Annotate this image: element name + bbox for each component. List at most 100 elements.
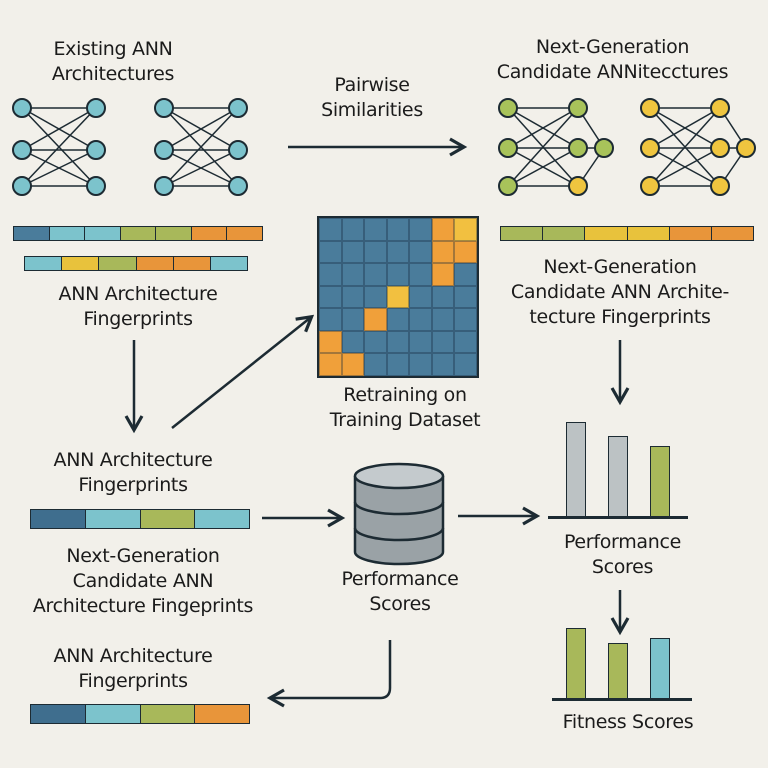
network-node bbox=[594, 138, 614, 158]
fingerprint-segment bbox=[31, 705, 86, 723]
network-node bbox=[12, 140, 32, 160]
fingerprint-segment bbox=[156, 227, 192, 240]
heatmap-cell bbox=[409, 308, 432, 331]
heatmap-cell bbox=[319, 308, 342, 331]
network-node bbox=[498, 98, 518, 118]
network-edge bbox=[507, 147, 579, 187]
network-node bbox=[86, 176, 106, 196]
score-bar bbox=[566, 628, 586, 700]
network-node bbox=[640, 176, 660, 196]
label-retraining: Retraining on Training Dataset bbox=[329, 384, 481, 431]
fingerprint-segment bbox=[195, 705, 249, 723]
fingerprint-segment bbox=[191, 227, 228, 240]
network-edge bbox=[21, 149, 97, 187]
network-edge bbox=[649, 107, 721, 149]
fingerprint-strip-existing-a bbox=[13, 226, 263, 241]
arrow-feedback bbox=[266, 640, 392, 708]
heatmap-cell bbox=[386, 353, 410, 376]
label-fitness-scores: Fitness Scores bbox=[562, 711, 694, 733]
network-node bbox=[498, 176, 518, 196]
heatmap-cell bbox=[431, 330, 455, 354]
network-node bbox=[640, 98, 660, 118]
network-edge bbox=[649, 147, 721, 187]
score-bar bbox=[566, 422, 586, 518]
heatmap-cell bbox=[409, 218, 432, 241]
heatmap-cell bbox=[386, 240, 410, 264]
label-fingerprints-bottom: ANN Architecture Fingerprints bbox=[53, 645, 213, 692]
network-node bbox=[736, 138, 756, 158]
heatmap-cell bbox=[319, 263, 342, 286]
similarity-heatmap bbox=[317, 216, 479, 378]
heatmap-cell bbox=[454, 240, 477, 264]
fingerprint-segment bbox=[14, 227, 50, 240]
heatmap-cell bbox=[364, 308, 387, 331]
label-existing-architectures: Existing ANN Architectures bbox=[51, 38, 175, 85]
fingerprint-segment bbox=[195, 510, 249, 528]
heatmap-cell bbox=[386, 330, 410, 354]
network-node bbox=[568, 176, 588, 196]
score-bar bbox=[608, 643, 628, 700]
fingerprint-segment bbox=[85, 510, 141, 528]
network-edge bbox=[163, 107, 239, 187]
network-node bbox=[228, 140, 248, 160]
fingerprint-segment bbox=[543, 227, 586, 240]
heatmap-cell bbox=[454, 330, 477, 354]
fingerprint-segment bbox=[140, 510, 196, 528]
database-icon bbox=[353, 462, 445, 566]
heatmap-cell bbox=[431, 353, 455, 376]
label-next-gen-fingerprints-mid: Next-Generation Candidate ANN Architectu… bbox=[32, 545, 254, 617]
label-fingerprints-top: ANN Architecture Fingerprints bbox=[58, 283, 218, 330]
heatmap-cell bbox=[364, 240, 387, 264]
heatmap-cell bbox=[319, 218, 342, 241]
heatmap-cell bbox=[364, 285, 387, 309]
heatmap-cell bbox=[341, 330, 365, 354]
fingerprint-strip-candidate bbox=[500, 226, 754, 241]
fitness-bar-chart bbox=[552, 618, 692, 700]
fingerprint-segment bbox=[501, 227, 544, 240]
heatmap-cell bbox=[386, 308, 410, 331]
heatmap-cell bbox=[454, 218, 477, 241]
heatmap-cell bbox=[341, 240, 365, 264]
score-bar bbox=[650, 638, 670, 700]
fingerprint-segment bbox=[173, 257, 211, 270]
heatmap-cell bbox=[364, 263, 387, 286]
fingerprint-segment bbox=[62, 257, 100, 270]
label-fingerprints-mid: ANN Architecture Fingerprints bbox=[53, 449, 213, 496]
arrow-diagonal bbox=[171, 314, 315, 429]
heatmap-cell bbox=[319, 353, 342, 376]
heatmap-cell bbox=[409, 263, 432, 286]
score-bar bbox=[650, 446, 670, 518]
network-node bbox=[12, 176, 32, 196]
fingerprint-segment bbox=[85, 227, 121, 240]
network-node bbox=[228, 98, 248, 118]
heatmap-cell bbox=[386, 263, 410, 286]
network-node bbox=[154, 140, 174, 160]
fingerprint-segment bbox=[140, 705, 196, 723]
heatmap-cell bbox=[386, 285, 410, 309]
network-candidate-2 bbox=[640, 98, 756, 196]
heatmap-cell bbox=[454, 353, 477, 376]
network-node bbox=[568, 98, 588, 118]
heatmap-cell bbox=[409, 330, 432, 354]
heatmap-cell bbox=[341, 353, 365, 376]
network-node bbox=[154, 176, 174, 196]
network-node bbox=[710, 138, 730, 158]
fingerprint-segment bbox=[120, 227, 157, 240]
network-node bbox=[86, 140, 106, 160]
network-node bbox=[228, 176, 248, 196]
performance-axis bbox=[548, 516, 688, 519]
fingerprint-segment bbox=[669, 227, 712, 240]
label-next-gen-fingerprints-top: Next-Generation Candidate ANN Archite- t… bbox=[510, 256, 730, 328]
heatmap-cell bbox=[409, 240, 432, 264]
label-performance-scores-right: Performance Scores bbox=[563, 531, 682, 578]
heatmap-cell bbox=[454, 308, 477, 331]
heatmap-cell bbox=[409, 285, 432, 309]
heatmap-cell bbox=[431, 240, 455, 264]
fingerprint-strip-existing-b bbox=[24, 256, 248, 271]
network-node bbox=[640, 138, 660, 158]
heatmap-cell bbox=[386, 218, 410, 241]
network-edge bbox=[163, 107, 239, 151]
fingerprint-segment bbox=[99, 257, 137, 270]
network-candidate-1 bbox=[498, 98, 614, 196]
